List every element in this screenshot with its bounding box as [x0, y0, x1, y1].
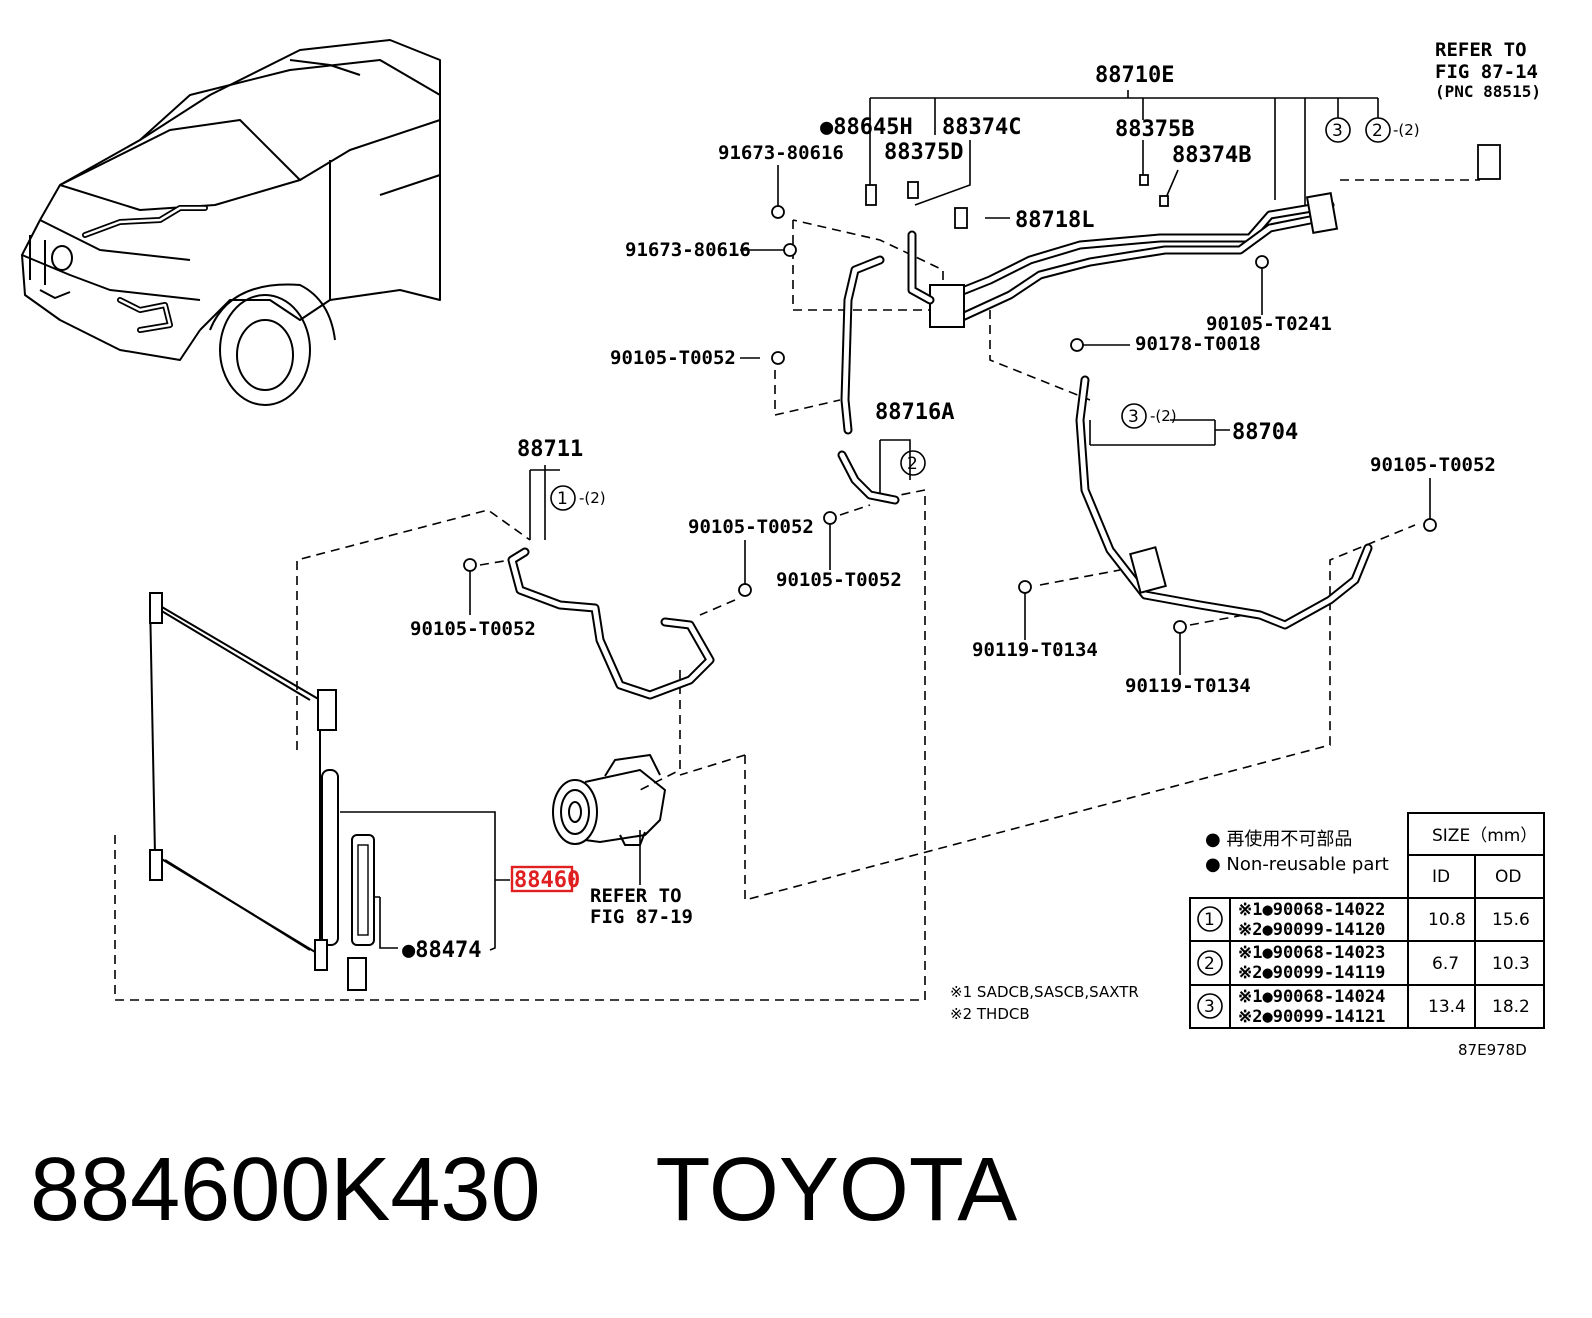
size-header: SIZE（mm） — [1432, 826, 1537, 846]
ring-ref-3-mid: 3 -(2) — [1121, 403, 1177, 429]
svg-text:※1●90068-14024: ※1●90068-14024 — [1238, 987, 1385, 1007]
svg-text:1: 1 — [1204, 910, 1215, 930]
svg-text:-(2): -(2) — [1393, 121, 1420, 139]
label-88474: ●88474 — [402, 938, 481, 963]
col-id: ID — [1432, 867, 1450, 887]
svg-text:2: 2 — [907, 454, 918, 474]
svg-text:3: 3 — [1128, 407, 1139, 427]
target-part-88460[interactable]: 88460 — [510, 865, 580, 893]
label-88375B: 88375B — [1115, 117, 1194, 142]
vehicle-illustration — [21, 39, 441, 406]
part-number: 884600K430 — [30, 1140, 541, 1240]
label-91673-80616-a: 91673-80616 — [718, 142, 844, 164]
diagram-code: 87E978D — [1458, 1041, 1527, 1059]
refer-mid-line2: FIG 87-19 — [590, 906, 693, 928]
svg-text:※2●90099-14121: ※2●90099-14121 — [1238, 1007, 1385, 1027]
label-90119-T0134-a: 90119-T0134 — [972, 639, 1098, 661]
compressor — [552, 754, 666, 846]
legend-jp: ● 再使用不可部品 — [1205, 829, 1352, 850]
svg-text:2: 2 — [1372, 121, 1383, 141]
brand-name: TOYOTA — [655, 1140, 1018, 1240]
bolts — [463, 144, 1501, 634]
size-table: SIZE（mm） ID OD 1 ※1●90068-14022 ※2●90099… — [1189, 812, 1545, 1029]
label-90105-T0052-a: 90105-T0052 — [610, 347, 736, 369]
footnote-1: ※1 SADCB,SASCB,SAXTR — [950, 983, 1139, 1001]
label-88718L: 88718L — [1015, 208, 1094, 233]
svg-text:2: 2 — [1204, 954, 1215, 974]
ring-ref-1-mid: 1 -(2) — [550, 485, 606, 511]
svg-text:10.3: 10.3 — [1492, 954, 1530, 974]
pipe-88716A — [837, 230, 935, 505]
svg-text:-(2): -(2) — [1150, 407, 1177, 425]
label-88645H: ●88645H — [820, 115, 913, 140]
svg-text:13.4: 13.4 — [1428, 997, 1466, 1017]
svg-text:1: 1 — [557, 489, 568, 509]
label-88375D: 88375D — [884, 140, 963, 165]
pipe-88711 — [507, 547, 715, 700]
svg-text:15.6: 15.6 — [1492, 910, 1530, 930]
ring-ref-3-top: 3 — [1325, 117, 1351, 143]
label-90119-T0134-b: 90119-T0134 — [1125, 675, 1251, 697]
refer-mid-line1: REFER TO — [590, 885, 682, 907]
legend: ● 再使用不可部品 ● Non-reusable part — [1205, 829, 1389, 875]
label-88704: 88704 — [1232, 420, 1298, 445]
label-91673-80616-b: 91673-80616 — [625, 239, 751, 261]
table-row: 2 ※1●90068-14023 ※2●90099-14119 6.7 10.3 — [1197, 943, 1530, 983]
label-90105-T0052-b: 90105-T0052 — [688, 516, 814, 538]
label-88460: 88460 — [514, 868, 580, 893]
svg-text:3: 3 — [1332, 121, 1343, 141]
label-88374B: 88374B — [1172, 143, 1251, 168]
ring-ref-2-mid: 2 — [900, 450, 926, 476]
svg-text:6.7: 6.7 — [1432, 954, 1459, 974]
svg-text:3: 3 — [1204, 997, 1215, 1017]
table-row: 1 ※1●90068-14022 ※2●90099-14120 10.8 15.… — [1197, 900, 1530, 940]
label-88716A: 88716A — [875, 400, 954, 425]
svg-text:18.2: 18.2 — [1492, 997, 1530, 1017]
label-90105-T0052-d: 90105-T0052 — [410, 618, 536, 640]
condenser — [148, 592, 375, 991]
footnote-2: ※2 THDCB — [950, 1005, 1030, 1023]
refer-top-line2: FIG 87-14 — [1435, 61, 1538, 83]
footer-title: 884600K430 TOYOTA — [30, 1135, 1130, 1245]
label-90105-T0241: 90105-T0241 — [1206, 313, 1332, 335]
label-88711: 88711 — [517, 437, 583, 462]
svg-text:※1●90068-14023: ※1●90068-14023 — [1238, 943, 1385, 963]
label-88710E: 88710E — [1095, 63, 1174, 88]
refer-top-line1: REFER TO — [1435, 39, 1527, 61]
svg-text:※2●90099-14119: ※2●90099-14119 — [1238, 963, 1385, 983]
legend-en: ● Non-reusable part — [1205, 854, 1389, 875]
svg-text:-(2): -(2) — [579, 489, 606, 507]
pipe-88710E — [929, 192, 1339, 328]
label-90105-T0052-right: 90105-T0052 — [1370, 454, 1496, 476]
pipe-88704 — [1075, 375, 1373, 630]
col-od: OD — [1495, 867, 1521, 887]
svg-text:10.8: 10.8 — [1428, 910, 1466, 930]
svg-text:※2●90099-14120: ※2●90099-14120 — [1238, 920, 1385, 940]
table-row: 3 ※1●90068-14024 ※2●90099-14121 13.4 18.… — [1197, 987, 1530, 1027]
label-88374C: 88374C — [942, 115, 1021, 140]
label-90178-T0018: 90178-T0018 — [1135, 333, 1261, 355]
label-90105-T0052-c: 90105-T0052 — [776, 569, 902, 591]
svg-text:※1●90068-14022: ※1●90068-14022 — [1238, 900, 1385, 920]
refer-top-line3: (PNC 88515) — [1435, 82, 1541, 101]
ring-ref-2-top: 2 -(2) — [1365, 117, 1420, 143]
